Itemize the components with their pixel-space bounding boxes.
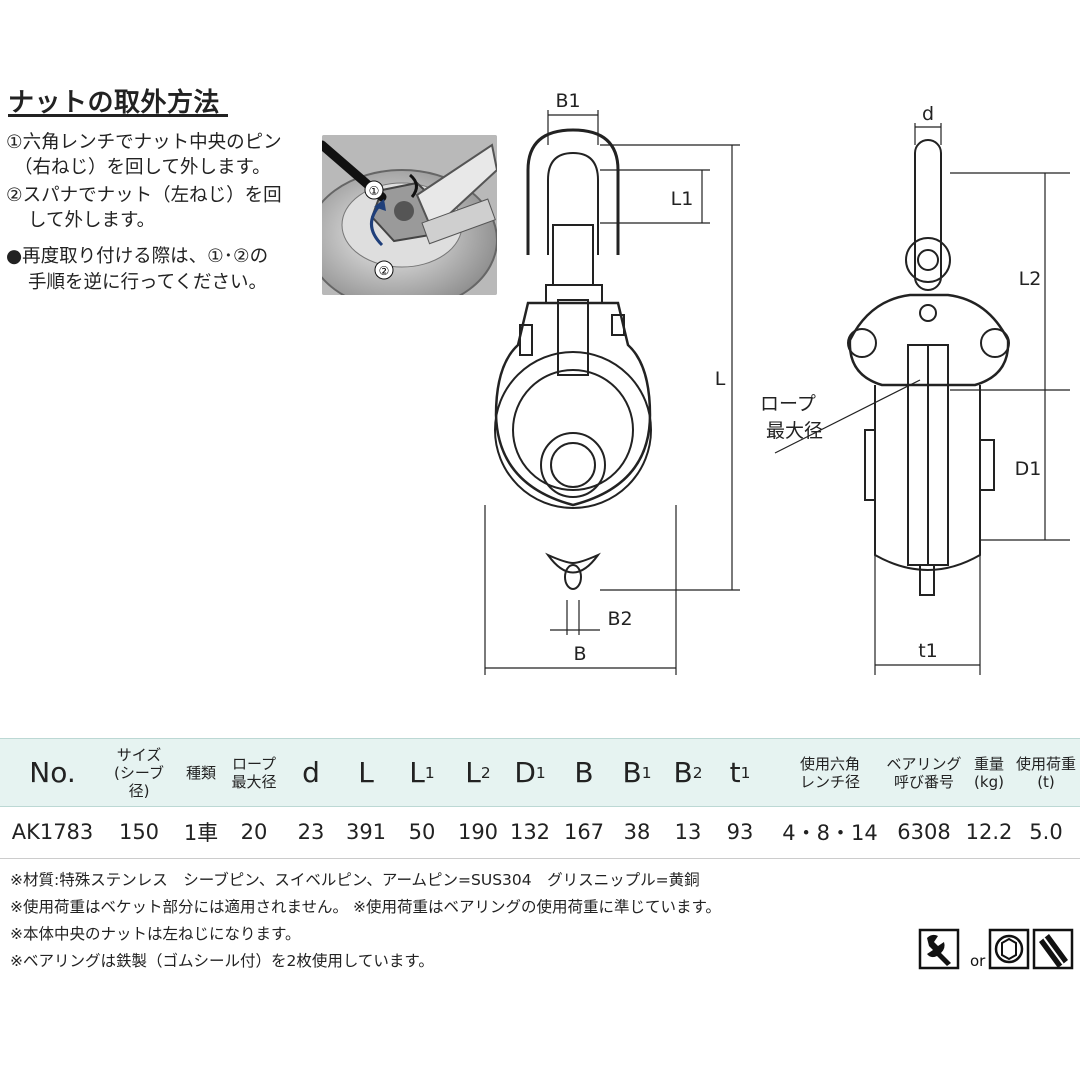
technical-drawing: B1 L1 L B2 B — [470, 85, 1080, 695]
cell-rope-max: 20 — [240, 820, 268, 844]
col-no: No. — [29, 755, 76, 789]
cell-no: AK1783 — [11, 820, 94, 844]
dim-l1: L1 — [671, 188, 694, 210]
row-divider — [0, 858, 1080, 859]
cell-b: 167 — [563, 820, 605, 844]
instruction-line-1: ①六角レンチでナット中央のピン — [6, 132, 282, 153]
cell-l2: 190 — [457, 820, 499, 844]
cell-l1: 50 — [408, 820, 436, 844]
dim-b1: B1 — [555, 90, 580, 112]
or-text: or — [970, 952, 986, 970]
col-wrench: 使用六角レンチ径 — [799, 754, 860, 791]
cell-bearing: 6308 — [897, 820, 951, 844]
col-weight: 重量(kg) — [973, 754, 1004, 791]
tool-icons: or — [918, 928, 1078, 972]
photo-marker-1: ① — [369, 184, 380, 198]
cell-b1: 38 — [623, 820, 651, 844]
cell-size: 150 — [118, 820, 160, 844]
cell-l: 391 — [345, 820, 387, 844]
col-rope-max: ロープ最大径 — [231, 754, 277, 791]
nut-removal-photo: ① ② — [322, 135, 497, 295]
rope-label-line1: ロープ — [760, 393, 816, 415]
cell-wrench: 4・8・14 — [782, 821, 878, 845]
col-b: B — [574, 755, 594, 789]
dim-b: B — [573, 643, 586, 665]
cell-b2: 13 — [674, 820, 702, 844]
instruction-line-4: して外します。 — [28, 210, 156, 231]
note-nut: ※本体中央のナットは左ねじになります。 — [10, 925, 301, 943]
instruction-line-5: ●再度取り付ける際は、①･②の — [6, 246, 269, 267]
col-size: サイズ(シーブ径) — [114, 745, 164, 800]
col-load: 使用荷重(t) — [1015, 754, 1076, 791]
instruction-line-6: 手順を逆に行ってください。 — [28, 272, 268, 293]
socket-icon — [988, 928, 1030, 970]
wrench-icon — [918, 928, 960, 970]
rope-label-line2: 最大径 — [766, 420, 823, 442]
note-material: ※材質:特殊ステンレス シーブピン、スイベルピン、アームピン=SUS304 グリ… — [10, 871, 700, 889]
col-d: d — [302, 755, 320, 789]
cell-weight: 12.2 — [965, 820, 1013, 844]
dim-t1: t1 — [918, 640, 938, 662]
note-load: ※使用荷重はベケット部分には適用されません。 ※使用荷重はベアリングの使用荷重に… — [10, 898, 721, 916]
cell-t1: 93 — [726, 820, 754, 844]
title-underline — [8, 114, 228, 117]
col-l: L — [358, 755, 374, 789]
cell-load: 5.0 — [1029, 820, 1063, 844]
instruction-line-2: （右ねじ）を回して外します。 — [14, 157, 271, 178]
dim-l2: L2 — [1019, 268, 1042, 290]
note-bearing: ※ベアリングは鉄製（ゴムシール付）を2枚使用しています。 — [10, 952, 434, 970]
photo-marker-2: ② — [379, 264, 390, 278]
col-type: 種類 — [185, 763, 216, 782]
dim-d: d — [922, 103, 934, 125]
dim-b2: B2 — [607, 608, 632, 630]
cell-d: 23 — [297, 820, 325, 844]
dim-d1: D1 — [1015, 458, 1042, 480]
instructions-title: ナットの取外方法 — [8, 88, 221, 118]
hex-key-icon — [1032, 928, 1074, 970]
cell-d1: 132 — [509, 820, 551, 844]
cell-type: 1車 — [183, 821, 219, 845]
col-bearing: ベアリング呼び番号 — [886, 754, 962, 791]
dim-l: L — [715, 368, 726, 390]
instruction-line-3: ②スパナでナット（左ねじ）を回 — [6, 185, 282, 206]
